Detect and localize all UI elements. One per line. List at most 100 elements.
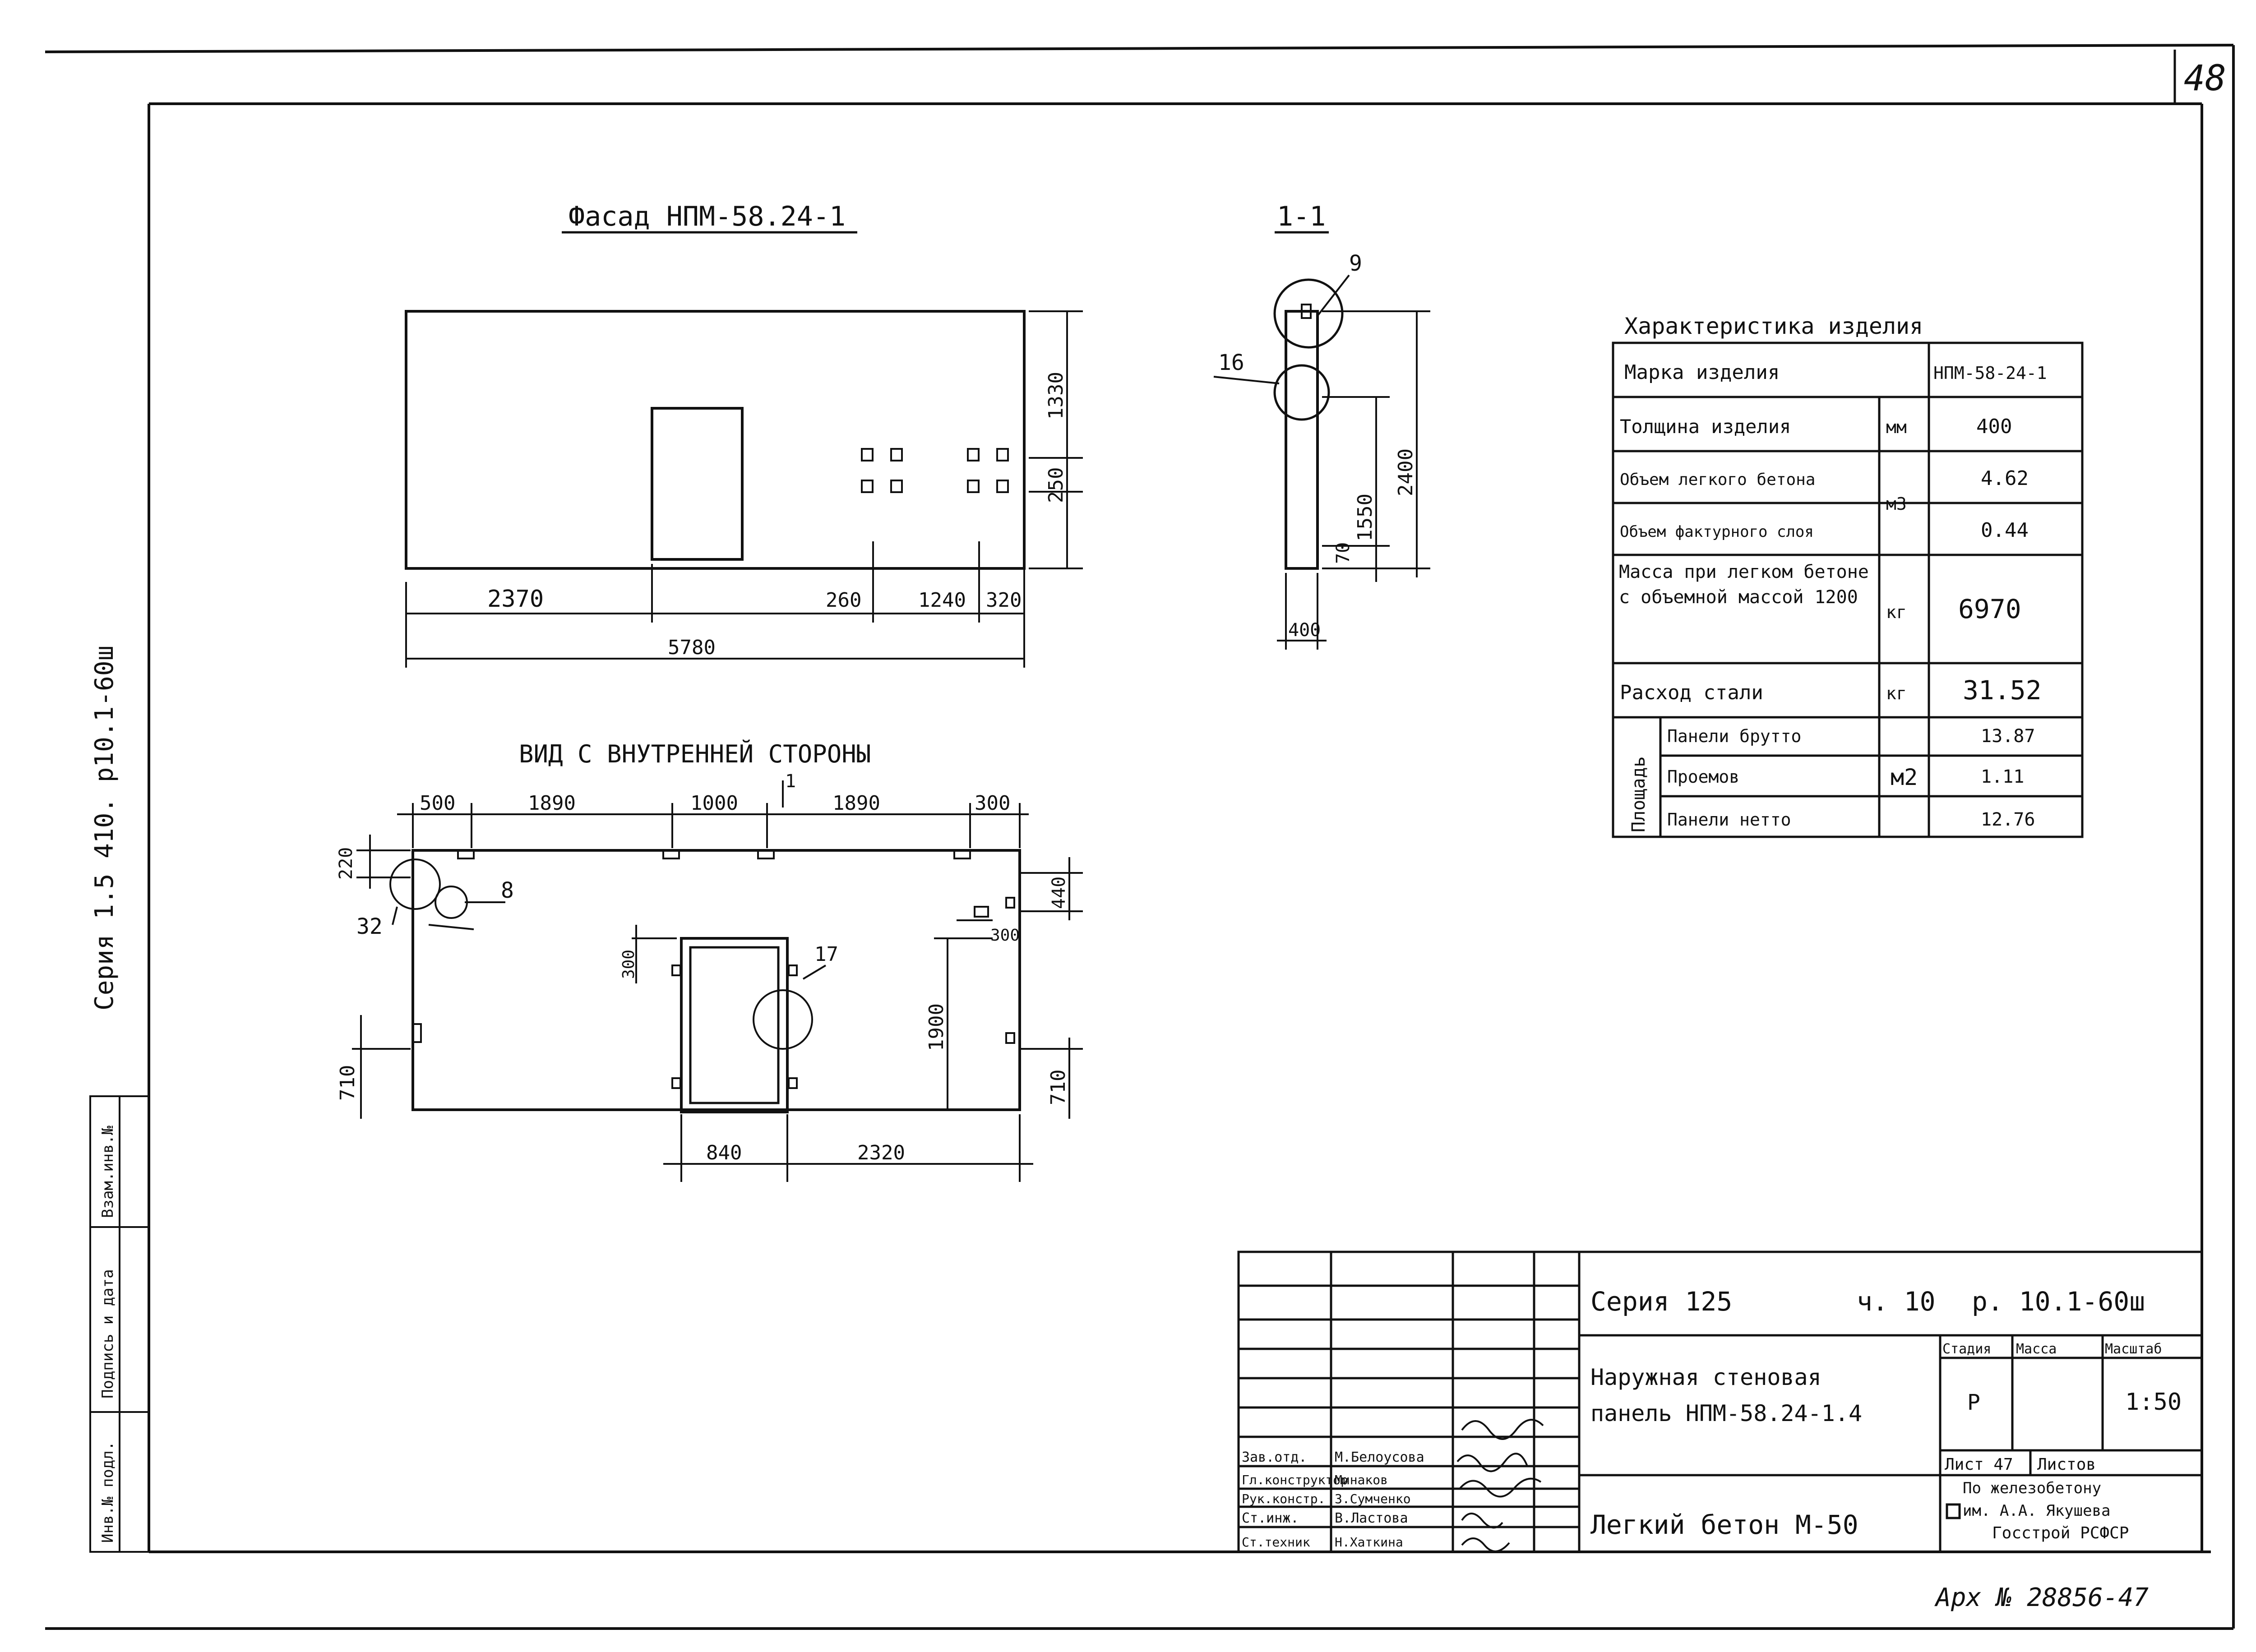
strip-label-sign: Подпись и дата [99,1269,117,1398]
facade-panel [405,310,1026,570]
title-name-line1: Наружная стеновая [1590,1364,1821,1390]
char-row-1-label: Толщина изделия [1620,415,1791,438]
inner-embedded-parts [412,849,1015,1089]
staff-4-role: Ст.техник [1242,1535,1310,1550]
section-dim-2400: 2400 [1394,448,1417,496]
char-row-3-label: Объем фактурного слоя [1620,523,1814,541]
facade-dim-5780: 5780 [668,636,716,659]
char-row-5-unit: кг [1886,683,1907,703]
section-title: 1-1 [1277,201,1326,232]
inner-dim-1890b: 1890 [832,792,880,815]
title-sheet: Лист 47 [1945,1455,2013,1474]
title-name-line2: панель НПМ-58.24-1.4 [1590,1400,1862,1426]
title-org-line1: По железобетону [1963,1479,2101,1497]
inner-detail-circle-8 [435,886,468,919]
inner-dim-500: 500 [420,792,455,815]
staff-3-name: В.Ластова [1335,1510,1408,1526]
section-dim-1550: 1550 [1354,494,1377,541]
inner-dim-300-top: 300 [975,792,1010,815]
title-scale-header: Масштаб [2105,1341,2162,1357]
char-row-1-unit: мм [1886,417,1907,437]
facade-view: Фасад НПМ-58.24-1 2370 260 1240 320 [405,201,1083,668]
inner-dim-220: 220 [336,847,356,880]
facade-anchors [861,448,1009,493]
char-area-0-label: Панели брутто [1667,726,1801,746]
inner-callout-8: 8 [501,878,514,903]
staff-1-role: Гл.конструктор [1242,1472,1348,1487]
title-issue: р. 10.1-60ш [1972,1286,2145,1317]
signature-scribbles [1456,1419,1544,1552]
inner-dimension-lines [352,780,1083,1182]
inner-dim-2320: 2320 [857,1141,905,1164]
staff-0-name: М.Белоусова [1335,1449,1424,1465]
staff-3-role: Ст.инж. [1242,1510,1299,1526]
char-row-5-value: 31.52 [1963,675,2042,706]
char-row-2-value: 4.62 [1981,467,2029,490]
char-row-4-value: 6970 [1958,594,2021,624]
char-area-2-value: 12.76 [1981,809,2035,830]
side-stamp: Серия 1.5 410. р10.1-60ш [90,646,119,1011]
section-dim-400: 400 [1288,620,1321,641]
section-detail-circle-9 [1273,278,1344,349]
char-row-4-unit: кг [1886,602,1907,622]
inner-view: ВИД С ВНУТРЕННЕЙ СТОРОНЫ 32 8 17 [336,740,1083,1182]
title-series: Серия 125 [1590,1286,1732,1317]
facade-dim-1240: 1240 [918,589,966,612]
title-mass-header: Масса [2016,1341,2057,1357]
section-detail-circle-16 [1273,364,1330,421]
inner-dim-1890a: 1890 [528,792,576,815]
inner-callout-32: 32 [356,914,383,939]
inner-view-title: ВИД С ВНУТРЕННЕЙ СТОРОНЫ [519,740,871,768]
facade-dim-250: 250 [1045,467,1068,503]
title-material: Легкий бетон М-50 [1590,1509,1858,1540]
section-callout-9: 9 [1349,251,1362,276]
section-dim-70: 70 [1333,542,1354,564]
staff-4-name: Н.Хаткина [1335,1535,1403,1550]
char-row-2-label: Объем легкого бетона [1620,471,1815,489]
section-profile [1285,310,1319,570]
facade-window [651,407,744,561]
inner-dim-440: 440 [1049,877,1069,909]
inner-window-inner [689,946,780,1104]
char-row-4-label: Масса при легком бетоне с объемной массо… [1619,562,1869,608]
char-area-unit: м2 [1891,764,1918,790]
inner-detail-circle-32 [389,858,441,910]
facade-dim-2370: 2370 [487,586,544,613]
char-area-group: Площадь [1628,756,1649,832]
char-row-5-label: Расход стали [1620,681,1763,704]
char-row-1-value: 400 [1976,415,2012,438]
inner-callout-17: 17 [814,943,838,966]
characteristics-title: Характеристика изделия [1624,313,1923,339]
staff-1-name: Минаков [1335,1472,1388,1487]
facade-dimension-lines [405,310,1083,668]
section-view: 1-1 9 16 2400 1550 70 400 [1213,201,1430,650]
facade-dim-320: 320 [986,589,1022,612]
inner-detail-circle-17 [753,989,813,1050]
title-part: ч. 10 [1857,1286,1936,1317]
char-area-1-label: Проемов [1667,767,1739,787]
strip-label-replace: Взам.инв.№ [99,1126,117,1218]
strip-label-inv: Инв.№ подл. [99,1441,117,1543]
sheet-number: 48 [2184,58,2226,99]
sheet-number-box: 48 [2173,50,2226,104]
char-area-1-value: 1.11 [1981,766,2024,787]
staff-2-name: З.Сумченко [1335,1491,1411,1506]
title-block: Зав.отд. М.Белоусова Гл.конструктор Мина… [1237,1251,2203,1553]
inner-dim-840: 840 [706,1141,742,1164]
facade-dim-1330: 1330 [1045,372,1068,420]
staff-2-role: Рук.констр. [1242,1491,1325,1506]
title-stage-header: Стадия [1942,1341,1991,1357]
inner-window-outer [680,937,789,1113]
title-org-line2: им. А.А. Якушева [1963,1502,2111,1520]
char-row-2-unit: м3 [1886,494,1907,514]
inner-dim-710-right: 710 [1047,1070,1070,1105]
char-area-2-label: Панели нетто [1667,810,1791,830]
inner-dim-1000: 1000 [690,792,738,815]
archive-note: Арх № 28856-47 [1934,1583,2149,1612]
inner-dim-300-b: 300 [990,926,1020,945]
inner-dim-300-a: 300 [619,950,638,979]
staff-0-role: Зав.отд. [1242,1449,1307,1465]
inner-dim-710-left: 710 [336,1065,359,1101]
char-row-0-value: НПМ-58-24-1 [1933,363,2047,383]
